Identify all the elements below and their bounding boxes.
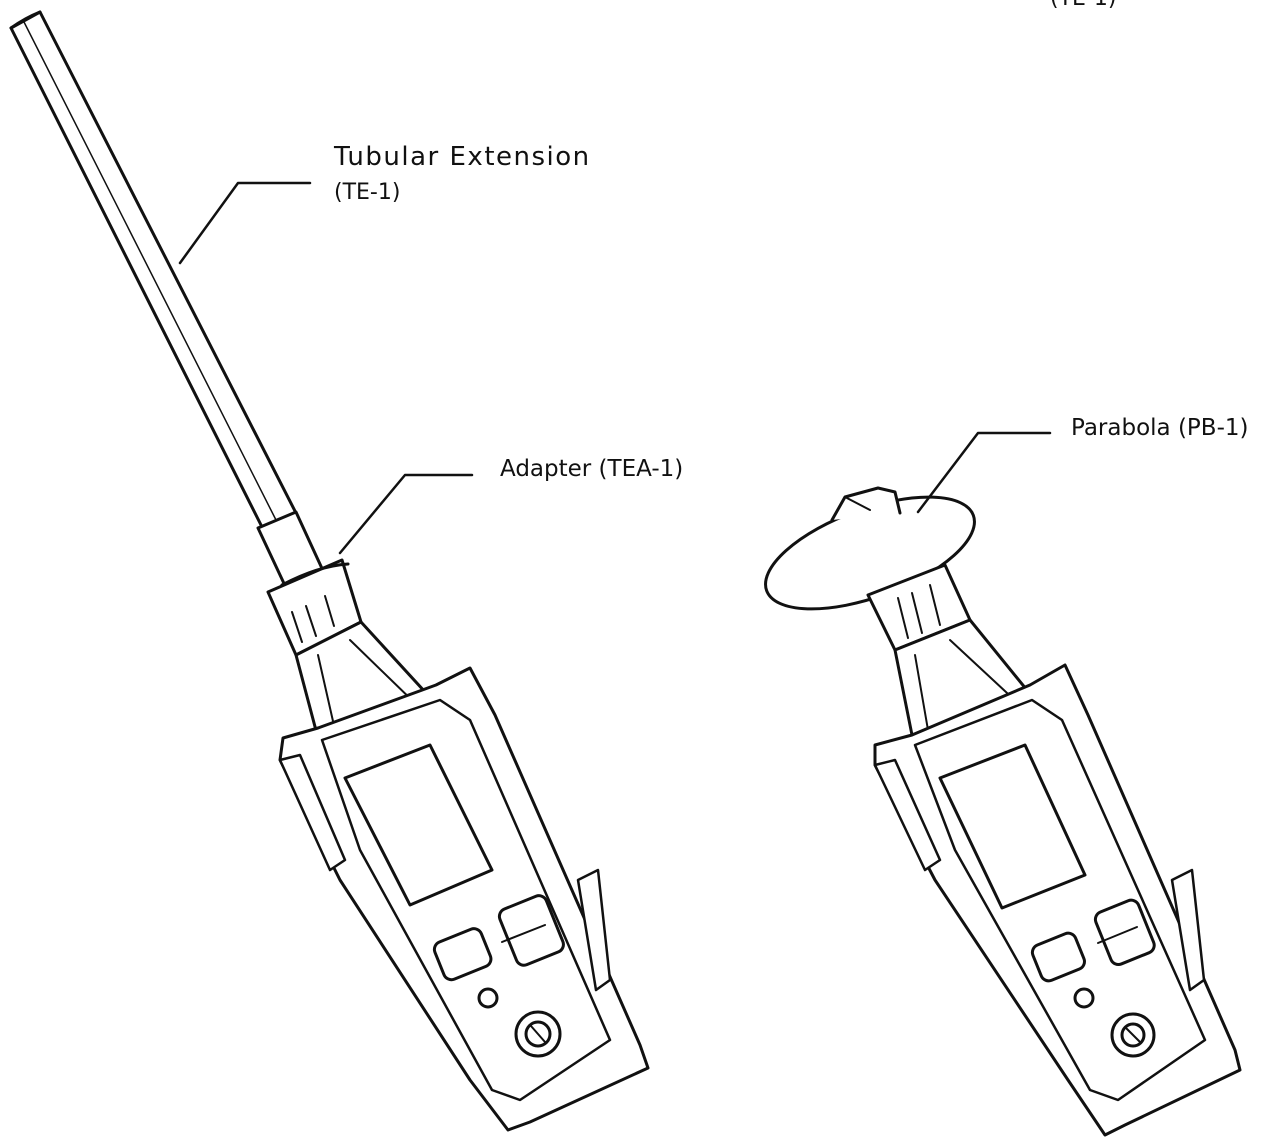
label-tubular-extension-code: (TE-1) (334, 180, 401, 205)
leader-adapter (338, 473, 474, 555)
label-adapter: Adapter (TEA-1) (500, 456, 684, 482)
right-meter-body (866, 563, 1242, 1137)
cropped-top-label: (TE-1) (1050, 0, 1116, 11)
leader-parabola (916, 431, 1052, 514)
tubular-extension-tube (9, 10, 299, 529)
label-parabola: Parabola (PB-1) (1071, 415, 1249, 441)
leader-lines (178, 181, 1052, 555)
parabola-pb1 (764, 486, 976, 611)
adapter-tea1 (256, 510, 363, 657)
label-tubular-extension: Tubular Extension (334, 142, 591, 172)
left-meter-body (278, 620, 650, 1132)
leader-tubular-extension (178, 181, 312, 265)
